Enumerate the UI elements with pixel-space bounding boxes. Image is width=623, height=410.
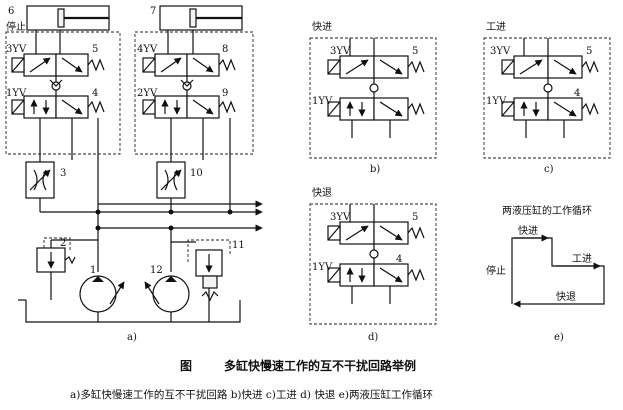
throttle-valve-10 [156, 161, 186, 212]
pump-12 [144, 275, 190, 322]
cycle-label-gongjin: 工进 [572, 253, 592, 265]
pump-1 [79, 275, 125, 322]
label-12: 12 [150, 265, 163, 276]
cycle-label-kuaijin: 快进 [518, 225, 538, 237]
cycle-path [511, 237, 605, 308]
cycle-label-stop: 停止 [486, 264, 506, 277]
label-9: 9 [222, 88, 228, 99]
panel-a: 6 7 停止 3YV 5 1YV 4 4YV 8 2YV 9 3 10 2 11… [5, 5, 263, 343]
label-7: 7 [150, 6, 156, 17]
label-1yv-d: 1YV [312, 262, 333, 273]
label-6: 6 [8, 6, 14, 17]
label-4-a: 4 [92, 88, 98, 99]
panel-d: 快退 3YV 5 1YV 4 d) [309, 187, 437, 343]
sublabel-c: c) [544, 164, 554, 175]
label-11: 11 [232, 240, 245, 251]
cylinder-7 [159, 5, 243, 54]
cylinder-6 [26, 5, 110, 54]
label-10: 10 [190, 168, 203, 179]
label-2: 2 [60, 238, 66, 249]
directional-valve-4 [11, 95, 105, 119]
label-1: 1 [90, 265, 96, 276]
label-4-c: 4 [574, 88, 580, 99]
check-valve-right [180, 76, 194, 96]
label-5-b: 5 [412, 46, 418, 57]
label-4yv: 4YV [137, 44, 158, 55]
check-valve-left [49, 76, 63, 96]
cycle-label-kuaitui: 快退 [556, 291, 576, 303]
valve-group-left-boundary [5, 31, 121, 155]
label-1yv-a: 1YV [6, 88, 27, 99]
label-stop: 停止 [6, 20, 26, 33]
label-kuaijin-b: 快进 [312, 21, 332, 33]
sublabel-b: b) [370, 164, 380, 175]
label-3: 3 [60, 168, 66, 179]
panel-b-boundary [309, 37, 437, 159]
sublabel-e: e) [554, 332, 564, 343]
label-3yv-a: 3YV [6, 44, 27, 55]
panel-c-boundary [483, 37, 611, 159]
relief-valve-11 [171, 239, 231, 322]
sublabel-a: a) [127, 332, 137, 343]
label-5-c: 5 [586, 46, 592, 57]
label-3yv-c: 3YV [490, 46, 511, 57]
label-4-d: 4 [396, 254, 402, 265]
label-kuaitui-d: 快退 [312, 187, 332, 199]
directional-valve-9 [142, 95, 236, 119]
relief-valve-2 [36, 237, 98, 300]
caption-prefix: 图 [180, 359, 192, 373]
panel-c: 工进 3YV 5 1YV 4 c) [483, 21, 611, 175]
label-8: 8 [222, 44, 228, 55]
label-3yv-b: 3YV [330, 46, 351, 57]
label-5-a: 5 [92, 44, 98, 55]
label-5-d: 5 [412, 212, 418, 223]
sublabel-d: d) [368, 332, 378, 343]
label-3yv-d: 3YV [330, 212, 351, 223]
panel-d-boundary [309, 203, 437, 325]
directional-valve-5 [11, 53, 105, 77]
caption-title: 多缸快慢速工作的互不干扰回路举例 [224, 358, 416, 373]
tank-line [25, 300, 241, 323]
directional-valve-8 [142, 53, 236, 77]
cycle-title: 两液压缸的工作循环 [502, 204, 592, 217]
caption: 图 多缸快慢速工作的互不干扰回路举例 a)多缸快慢速工作的互不干扰回路 b)快进… [70, 358, 433, 401]
throttle-valve-3 [25, 161, 55, 212]
panel-e: 两液压缸的工作循环 快进 工进 快退 停止 e) [486, 204, 605, 343]
caption-parts: a)多缸快慢速工作的互不干扰回路 b)快进 c)工进 d) 快退 e)两液压缸工… [70, 388, 433, 401]
label-2yv: 2YV [137, 88, 158, 99]
label-1yv-b: 1YV [312, 96, 333, 107]
label-gongjin-c: 工进 [486, 21, 506, 33]
label-1yv-c: 1YV [486, 96, 507, 107]
panel-b: 快进 3YV 5 1YV b) [309, 21, 437, 175]
